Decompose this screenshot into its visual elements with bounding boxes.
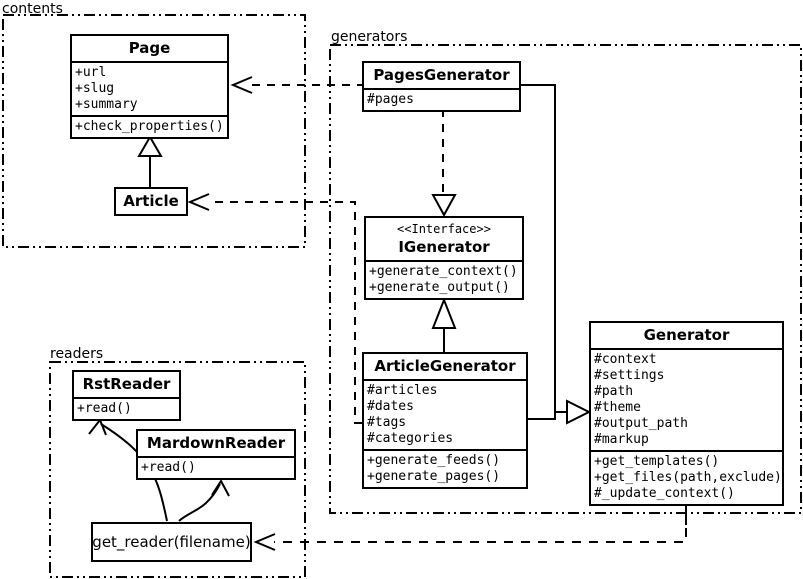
class-stereotype-igenerator: <<Interface>> (397, 222, 491, 236)
class-attributes-article-generator: #articles #dates #tags #categories (364, 379, 526, 449)
class-title-article-generator: ArticleGenerator (374, 357, 516, 375)
class-title-mardown-reader: MardownReader (146, 434, 286, 452)
class-attributes-pages-generator: #pages (364, 88, 519, 110)
class-title-generator: Generator (643, 326, 730, 344)
inheritance-triangle-igenerator-bottom (431, 297, 457, 329)
class-title-pages-generator: PagesGenerator (373, 66, 510, 84)
package-border-generators (329, 44, 802, 514)
class-methods-article-generator: +generate_feeds() +generate_pages() (364, 449, 526, 487)
call-arrowhead-mardownreader (211, 479, 230, 497)
class-title-igenerator: <<Interface>> IGenerator (366, 218, 522, 260)
dependency-arrowhead-getreader (253, 533, 276, 551)
call-arrowhead-rstreader (88, 418, 107, 436)
package-border-readers (49, 361, 306, 578)
class-box-pages-generator: PagesGenerator #pages (362, 61, 521, 112)
package-border-contents (2, 14, 306, 248)
package-label-contents: contents (2, 1, 63, 17)
class-methods-generator: +get_templates() +get_files(path,exclude… (591, 450, 782, 504)
dependency-arrowhead-article (187, 193, 210, 211)
inheritance-line-articlegenerator-to-generator (528, 412, 556, 420)
dependency-line-generator-to-getreader (274, 528, 687, 543)
class-attributes-generator: #context #settings #path #theme #output_… (591, 348, 782, 450)
realization-triangle-igenerator-top (431, 194, 457, 218)
class-title-page: Page (128, 39, 171, 57)
function-box-get-reader: get_reader(filename) (91, 522, 252, 562)
class-box-mardown-reader: MardownReader +read() (136, 429, 296, 480)
class-title-article: Article (123, 192, 179, 210)
class-box-rst-reader: RstReader +read() (72, 370, 181, 421)
package-label-readers: readers (50, 346, 104, 362)
package-label-generators: generators (331, 29, 408, 45)
class-attributes-page: +url +slug +summary (72, 61, 227, 115)
dependency-arrowhead-page (230, 76, 253, 94)
class-title-rst-reader: RstReader (82, 375, 171, 393)
dependency-line-articlegenerator-to-article (208, 201, 362, 424)
class-box-article: Article (114, 187, 188, 216)
inheritance-triangle-page (137, 135, 163, 157)
call-curve-getreader-to-mardownreader (178, 483, 221, 522)
class-methods-igenerator: +generate_context() +generate_output() (366, 260, 522, 298)
inheritance-line-pagesgenerator-to-generator (521, 84, 567, 413)
inheritance-triangle-generator (566, 399, 592, 425)
class-box-generator: Generator #context #settings #path #them… (589, 321, 784, 506)
class-methods-rst-reader: +read() (74, 397, 179, 419)
class-box-page: Page +url +slug +summary +check_properti… (70, 34, 229, 139)
class-methods-page: +check_properties() (72, 115, 227, 137)
class-box-article-generator: ArticleGenerator #articles #dates #tags … (362, 352, 528, 489)
class-methods-mardown-reader: +read() (138, 456, 294, 478)
class-box-igenerator: <<Interface>> IGenerator +generate_conte… (364, 216, 524, 300)
